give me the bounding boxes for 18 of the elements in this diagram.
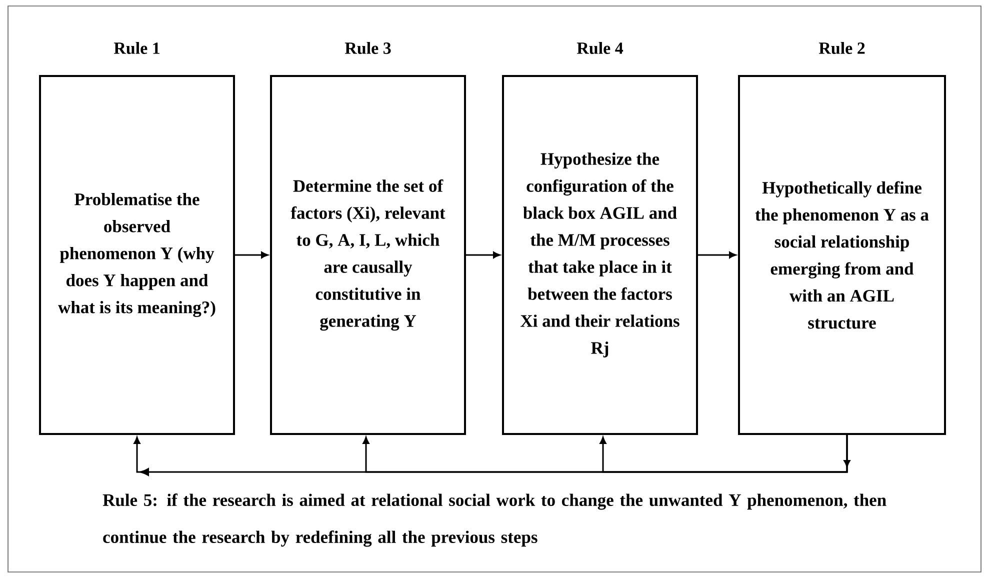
arrow [235,252,268,258]
box-text: Determine the set of factors (Xi), relevant to G, A, I, L, which are causally constitutive in generating Y [290,179,446,331]
rule-heading: Rule 3 [344,42,391,54]
arrow [698,252,736,258]
process-box [502,42,698,435]
box-text: Hypothetically define the phenomenon Y as a social relationship emerging from and with an AGIL structure [755,181,929,329]
process-box [39,42,235,435]
rule-heading: Rule 4 [576,42,624,54]
arrow [466,252,500,258]
process-box [270,42,466,435]
arrow [600,435,848,473]
rule-heading: Rule 2 [818,42,865,54]
process-box [738,42,946,435]
note-text: Rule 5: if the research is aimed at relational social work to change the unwanted Y phenomenon, then continue the research by redefining all the previous steps [102,494,886,547]
rule-heading: Rule 1 [114,42,160,54]
box-text: Problematise the observed phenomenon Y (why does Y happen and what is its meaning?) [58,193,216,317]
arrow [134,435,850,476]
box-text: Hypothesize the configuration of the black box AGIL and the M/M processes that take place in it between the factors Xi and their relations Rj [520,152,680,358]
